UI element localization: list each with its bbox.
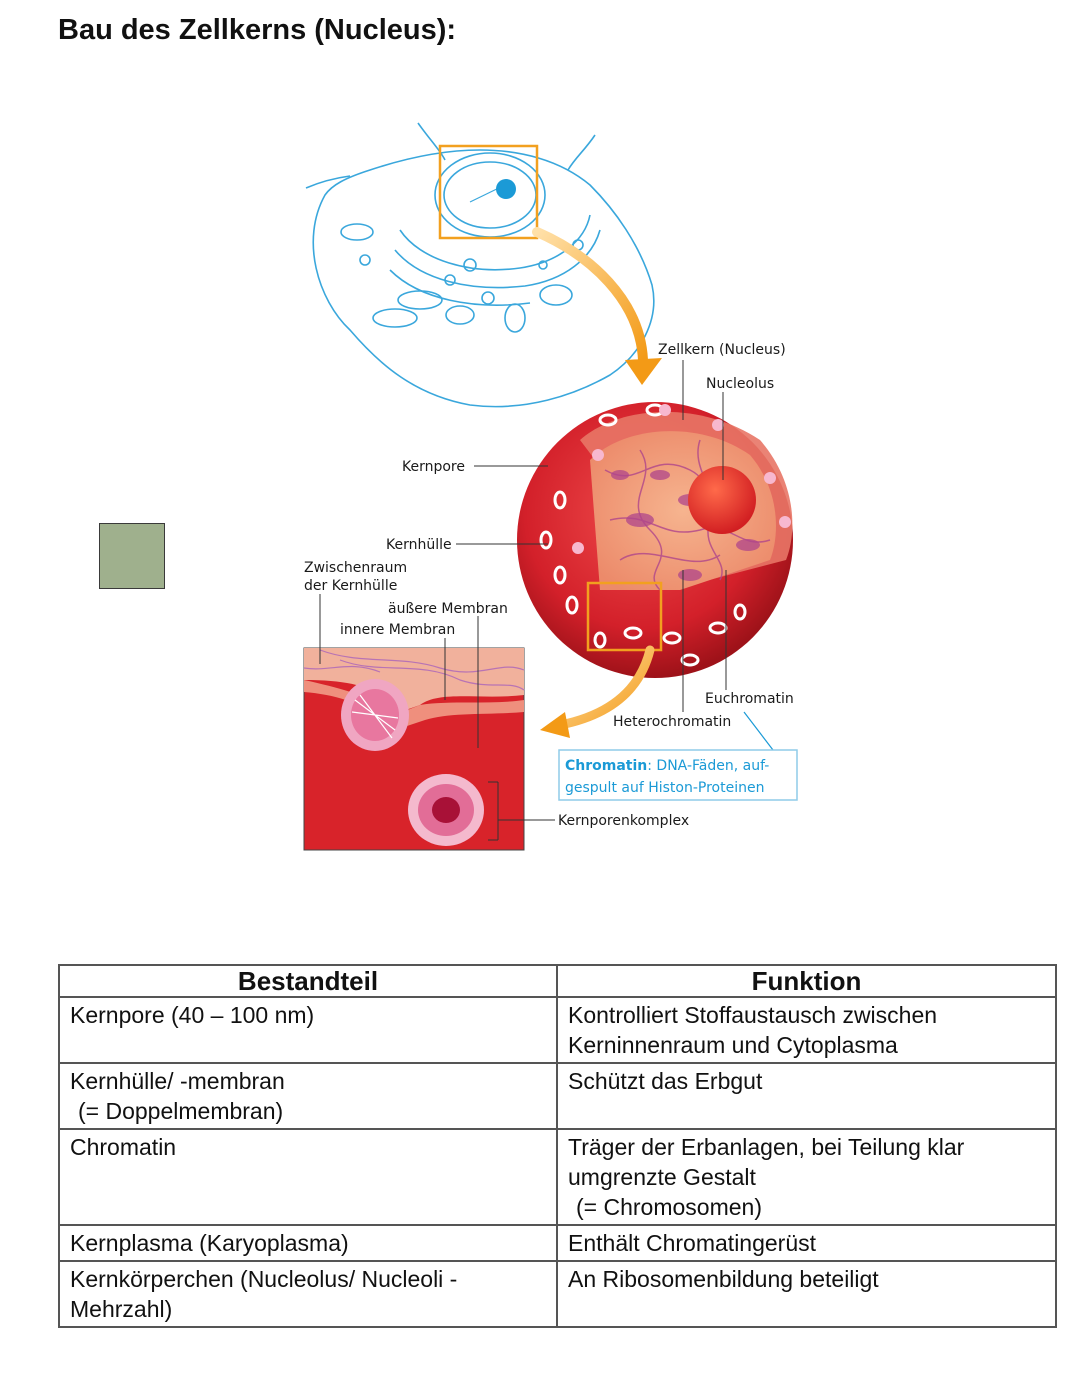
cell-funktion: Enthält Chromatingerüst bbox=[556, 1224, 1057, 1262]
header-funktion: Funktion bbox=[556, 964, 1057, 998]
cell-bestandteil-line: Kernkörperchen (Nucleolus/ Nucleoli - bbox=[70, 1266, 458, 1292]
cell-bestandteil-line: Kernhülle/ -membran bbox=[70, 1068, 285, 1094]
label-kernhuelle: Kernhülle bbox=[386, 537, 452, 553]
cell-funktion: An Ribosomenbildung beteiligt bbox=[556, 1260, 1057, 1328]
cell-bestandteil-line: Chromatin bbox=[70, 1134, 177, 1160]
cell-funktion-line: Kerninnenraum und Cytoplasma bbox=[568, 1032, 898, 1058]
cell-funktion-line: umgrenzte Gestalt bbox=[568, 1164, 756, 1190]
nucleus-figure: Zellkern (Nucleus) Nucleolus Kernpore Ke… bbox=[303, 122, 798, 851]
chromatin-note-line2: gespult auf Histon-Proteinen bbox=[565, 780, 764, 796]
nucleolus-sphere bbox=[688, 466, 756, 534]
cell-funktion-line: Träger der Erbanlagen, bei Teilung klar bbox=[568, 1134, 965, 1160]
chromatin-term: Chromatin bbox=[565, 758, 647, 774]
cell-funktion: Träger der Erbanlagen, bei Teilung klar u… bbox=[556, 1128, 1057, 1226]
cell-funktion-line: (= Chromosomen) bbox=[576, 1194, 762, 1220]
chromatin-note-line1: Chromatin: DNA-Fäden, auf- bbox=[565, 758, 769, 774]
nucleus-3d bbox=[517, 402, 793, 678]
cell-bestandteil: Kernkörperchen (Nucleolus/ Nucleoli - Meh… bbox=[58, 1260, 558, 1328]
table-row: Chromatin Träger der Erbanlagen, bei Teil… bbox=[58, 1128, 1057, 1226]
green-square bbox=[99, 523, 165, 589]
label-aeussere-membran: äußere Membran bbox=[388, 601, 508, 617]
cell-funktion-line: An Ribosomenbildung beteiligt bbox=[568, 1266, 879, 1292]
chromatin-callout bbox=[558, 749, 798, 801]
label-zwischenraum-2: der Kernhülle bbox=[304, 578, 397, 594]
table-row: Kernplasma (Karyoplasma) Enthält Chromati… bbox=[58, 1224, 1057, 1262]
table-row: Kernpore (40 – 100 nm) Kontrolliert Stoff… bbox=[58, 996, 1057, 1064]
label-zellkern: Zellkern (Nucleus) bbox=[658, 342, 786, 358]
cell-sketch bbox=[305, 122, 655, 408]
table-row: Kernkörperchen (Nucleolus/ Nucleoli - Meh… bbox=[58, 1260, 1057, 1328]
cell-funktion-line: Kontrolliert Stoffaustausch zwischen bbox=[568, 1002, 938, 1028]
detail-box bbox=[303, 647, 525, 851]
cell-bestandteil-line: (= Doppelmembran) bbox=[78, 1098, 284, 1124]
page-title: Bau des Zellkerns (Nucleus): bbox=[58, 14, 457, 46]
label-nucleolus: Nucleolus bbox=[706, 376, 774, 392]
cell-bestandteil: Kernplasma (Karyoplasma) bbox=[58, 1224, 558, 1262]
cell-funktion-line: Enthält Chromatingerüst bbox=[568, 1230, 817, 1256]
label-innere-membran: innere Membran bbox=[340, 622, 455, 638]
cell-bestandteil-line: Mehrzahl) bbox=[70, 1296, 173, 1322]
cell-bestandteil-line: Kernpore (40 – 100 nm) bbox=[70, 1002, 315, 1028]
info-table: Bestandteil Funktion Kernpore (40 – 100 … bbox=[58, 964, 1057, 1328]
header-bestandteil: Bestandteil bbox=[58, 964, 558, 998]
label-kernpore: Kernpore bbox=[402, 459, 465, 475]
cell-funktion: Schützt das Erbgut bbox=[556, 1062, 1057, 1130]
highlight-box-cell bbox=[438, 144, 539, 240]
table-row: Kernhülle/ -membran (= Doppelmembran) Schü… bbox=[58, 1062, 1057, 1130]
label-kernporenkomplex: Kernporenkomplex bbox=[558, 813, 689, 829]
cell-bestandteil: Chromatin bbox=[58, 1128, 558, 1226]
cell-bestandteil: Kernhülle/ -membran (= Doppelmembran) bbox=[58, 1062, 558, 1130]
nucleolus-dot bbox=[496, 179, 516, 199]
chromatin-note-line1-rest: : DNA-Fäden, auf- bbox=[647, 758, 769, 774]
cell-funktion-line: Schützt das Erbgut bbox=[568, 1068, 763, 1094]
cell-bestandteil: Kernpore (40 – 100 nm) bbox=[58, 996, 558, 1064]
table-header-row: Bestandteil Funktion bbox=[58, 964, 1057, 998]
label-euchromatin: Euchromatin bbox=[705, 691, 794, 707]
cell-bestandteil-line: Kernplasma (Karyoplasma) bbox=[70, 1230, 349, 1256]
label-zwischenraum-1: Zwischenraum bbox=[304, 560, 407, 576]
highlight-box-nucleus bbox=[586, 581, 663, 652]
label-heterochromatin: Heterochromatin bbox=[613, 714, 731, 730]
